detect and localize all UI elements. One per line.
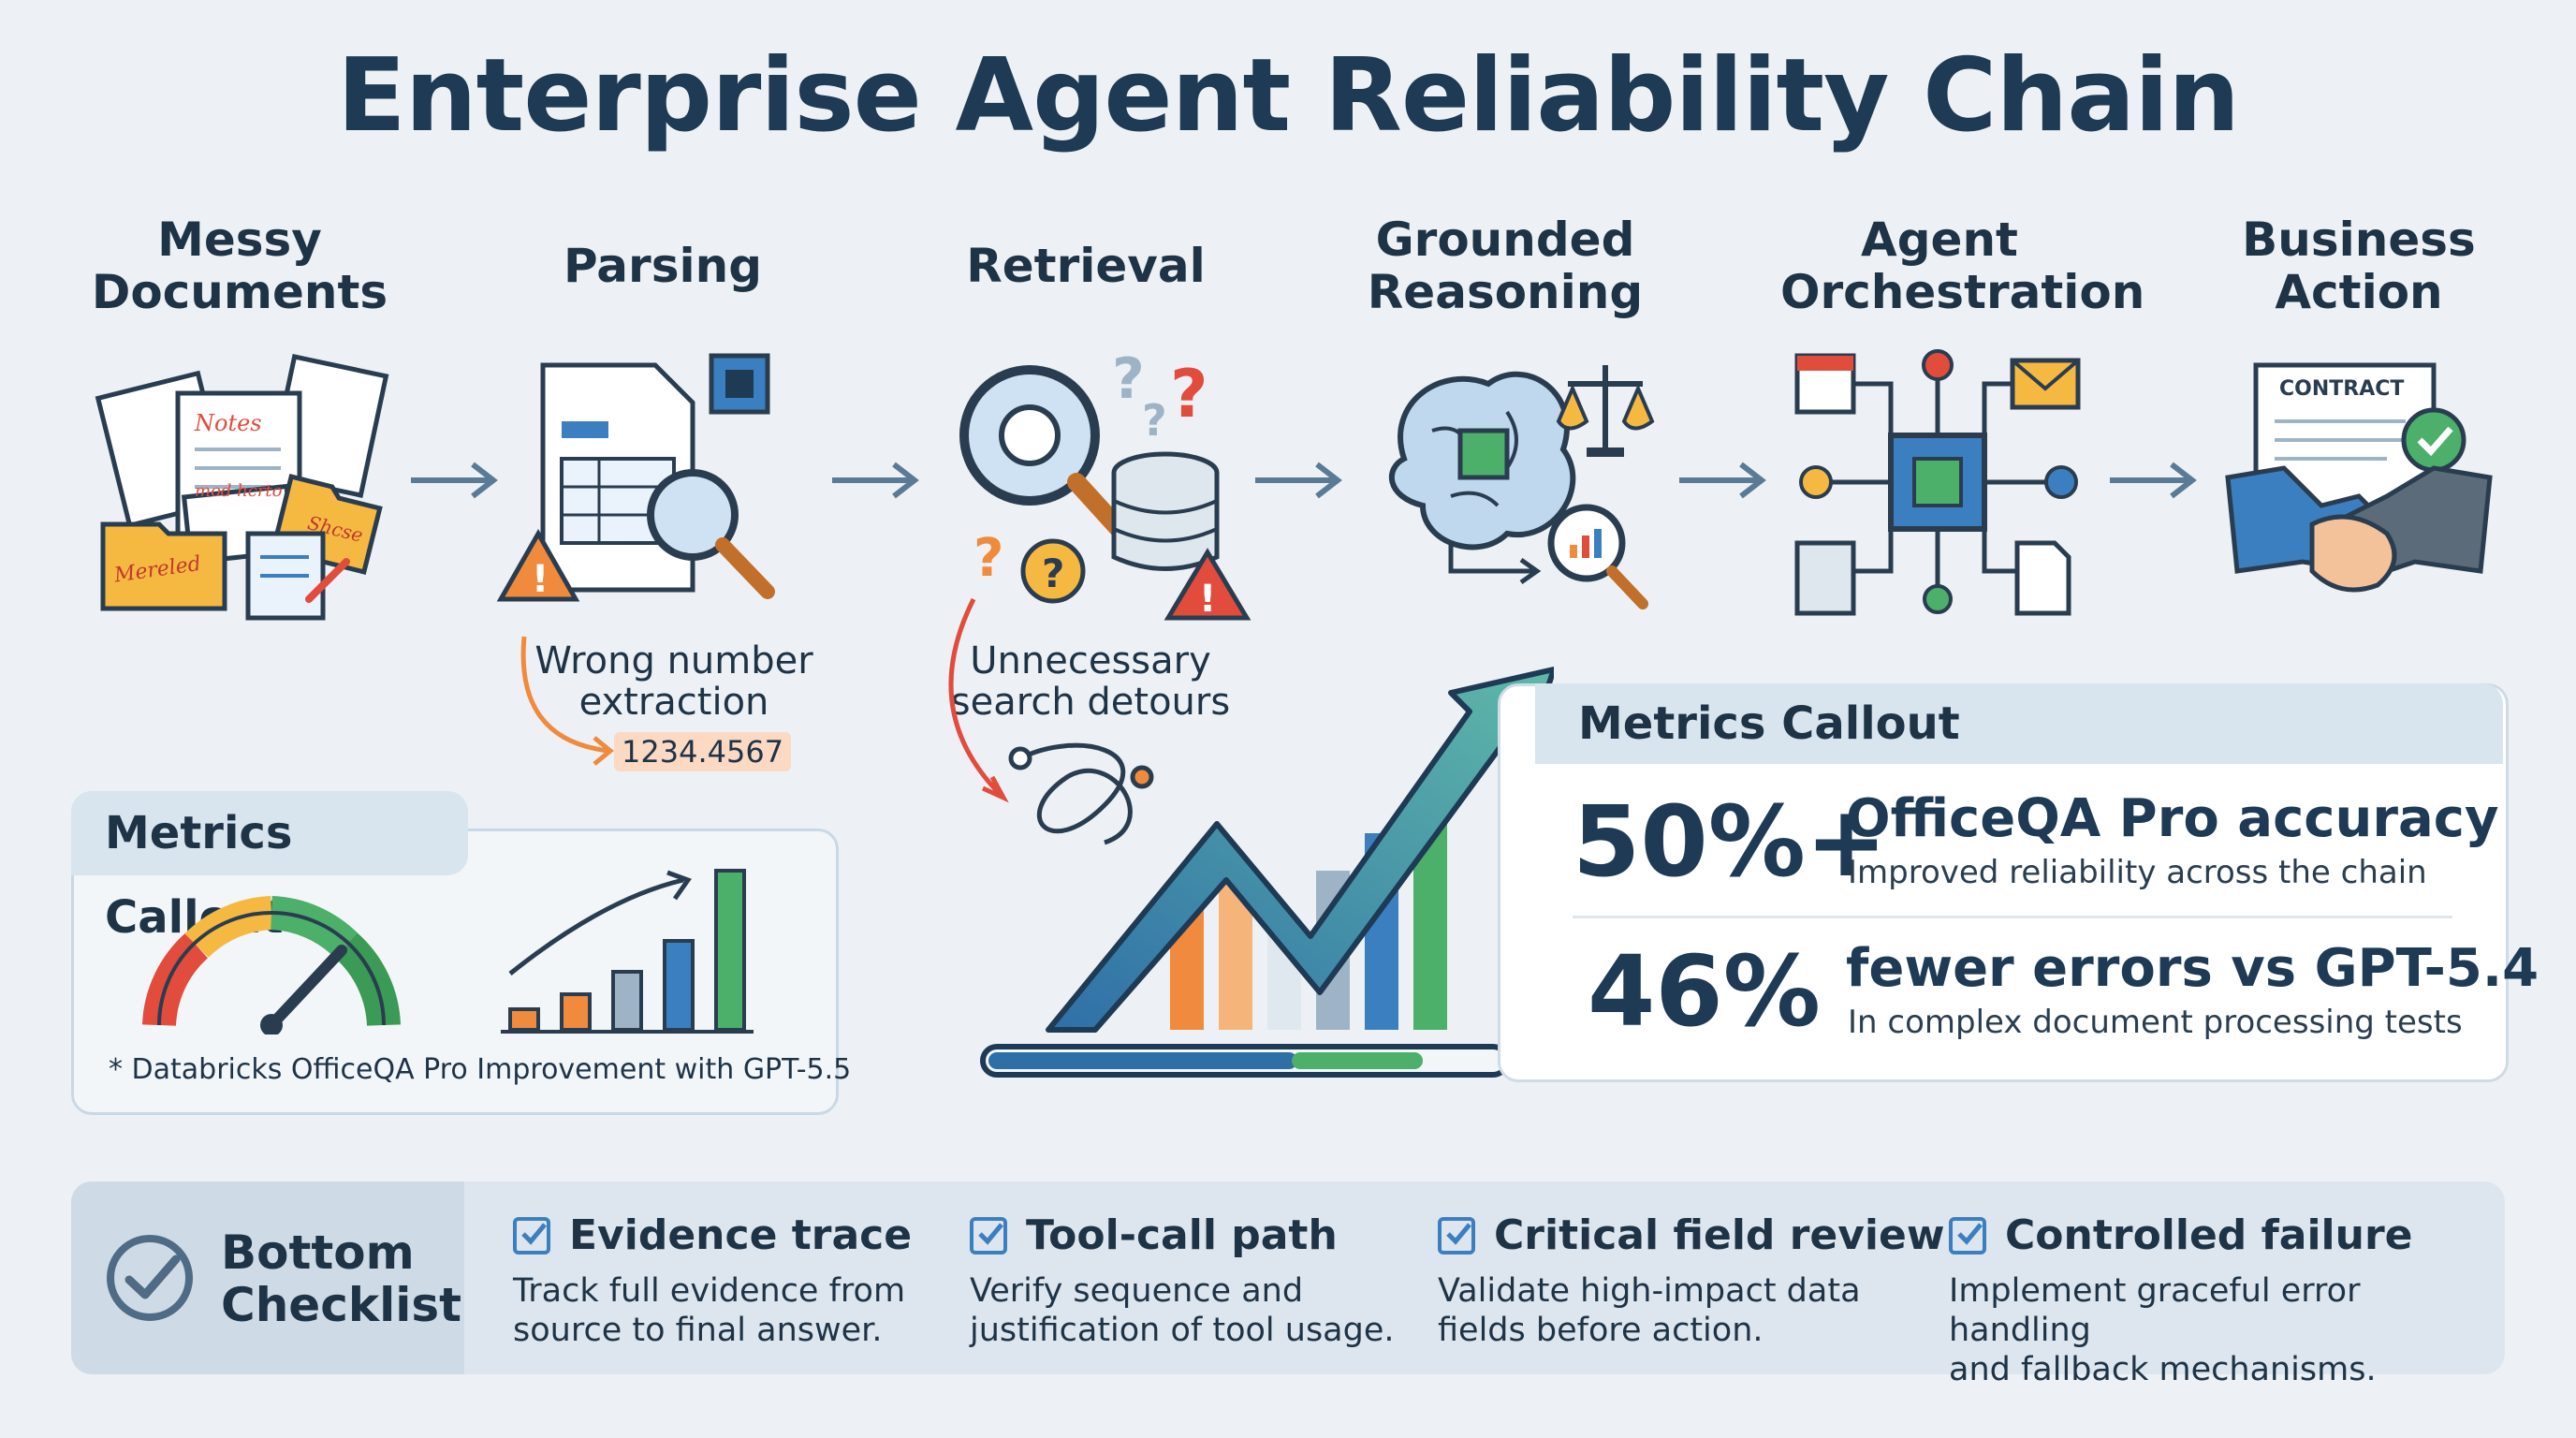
stage-label-line: Documents [91,265,388,319]
flow-arrow-icon [1255,462,1342,499]
checklist-title: Bottom Checklist [221,1226,461,1331]
svg-text:!: ! [1199,578,1216,621]
stage-label-line: Action [2275,265,2443,319]
metric-accuracy-value: 50%+ [1573,785,1888,899]
checklist-item-title: Evidence trace [569,1211,913,1259]
issue-flow-arrow-icon [520,636,614,766]
checkbox-critical-field-review[interactable] [1438,1217,1475,1255]
checklist-item-description: Verify sequence and justification of too… [970,1271,1456,1350]
issue-line: search detours [950,681,1231,724]
stage-label-agent-orchestration: Agent Orchestration [1780,213,2145,319]
flow-arrow-icon [832,462,919,499]
stage-label-line: Parsing [564,239,762,293]
issue-search-detours: Unnecessary search detours [936,640,1245,723]
issue-wrong-number: Wrong number extraction [524,640,824,723]
metrics-callout-right-title: Metrics Callout [1535,683,2503,764]
svg-text:?: ? [973,528,1003,589]
stage-label-retrieval: Retrieval [927,240,1245,292]
desc-line: Validate high-impact data [1438,1272,1861,1310]
metrics-divider [1573,916,2452,918]
stage-label-grounded-reasoning: Grounded Reasoning [1346,213,1664,318]
svg-text:?: ? [1170,356,1208,433]
flow-arrow-icon [1679,462,1766,499]
parsing-icon: ! [496,353,775,602]
stage-label-line: Orchestration [1780,265,2145,319]
metric-accuracy-title: OfficeQA Pro accuracy [1846,788,2499,849]
desc-line: source to final answer. [513,1312,883,1349]
desc-line: Verify sequence and [970,1272,1304,1310]
stage-label-parsing: Parsing [504,240,822,292]
metrics-footnote: * Databricks OfficeQA Pro Improvement wi… [109,1053,852,1086]
flow-arrow-icon [2110,462,2197,499]
issue-line: Unnecessary [970,639,1211,682]
growth-arrow-chart-icon [980,667,1554,1078]
metric-accuracy-subtitle: Improved reliability across the chain [1848,854,2427,891]
stage-label-line: Grounded [1375,213,1635,267]
svg-text:?: ? [1112,351,1145,412]
svg-text:?: ? [1142,395,1167,446]
stage-label-line: Reasoning [1367,265,1644,319]
checklist-item-description: Validate high-impact data fields before … [1438,1271,1925,1350]
metrics-callout-left-title: Metrics Callout [71,791,468,944]
metrics-callout-left-card [71,829,839,1115]
svg-text:?: ? [1042,550,1064,596]
issue-line: Wrong number [534,639,813,682]
gauge-icon [142,896,401,1034]
orchestration-chip-icon [1794,349,2081,616]
checklist-title-line: Bottom [221,1225,415,1280]
flow-arrow-icon [411,462,498,499]
svg-text:Notes: Notes [194,410,262,436]
desc-line: fields before action. [1438,1312,1764,1349]
checklist-header [71,1181,464,1374]
retrieval-icon: ? ? ? ? ? ! [959,351,1251,621]
messy-documents-icon: Notes mod hcrto Mereled Shcse [95,354,389,621]
metric-errors-title: fewer errors vs GPT-5.4 [1846,938,2539,999]
svg-text:mod hcrto: mod hcrto [195,481,283,501]
checklist-item-title: Controlled failure [2005,1211,2413,1259]
stage-label-messy-documents: Messy Documents [80,213,399,318]
page-title: Enterprise Agent Reliability Chain [336,37,2240,154]
checklist-item-description: Implement graceful error handling and fa… [1949,1271,2492,1389]
metric-errors-value: 46% [1588,934,1821,1049]
desc-line: Implement graceful error handling [1949,1272,2361,1349]
checklist-check-icon [107,1235,193,1321]
search-detour-path-icon [948,597,1154,845]
stage-label-line: Retrieval [966,239,1206,293]
checkbox-tool-call-path[interactable] [970,1217,1007,1255]
bottom-checklist-panel [71,1181,2505,1374]
extracted-number-sample: 1234.4567 [614,732,792,771]
desc-line: justification of tool usage. [970,1312,1395,1349]
issue-line: extraction [578,681,769,724]
brain-icon [1388,365,1655,609]
checkbox-evidence-trace[interactable] [513,1217,550,1255]
checklist-item-title: Tool-call path [1026,1211,1338,1259]
desc-line: and fallback mechanisms. [1949,1351,2377,1388]
stage-label-line: Messy [157,213,322,267]
stage-label-business-action: Business Action [2200,213,2518,318]
checklist-item-title: Critical field review [1494,1211,1945,1259]
stage-label-line: Business [2242,213,2476,267]
svg-text:CONTRACT: CONTRACT [2279,377,2404,401]
checklist-item-description: Track full evidence from source to final… [513,1271,1000,1350]
stage-label-line: Agent [1861,213,2018,267]
growth-bars-icon [501,869,754,1034]
checklist-title-line: Checklist [221,1278,462,1332]
checkbox-controlled-failure[interactable] [1949,1217,1986,1255]
svg-text:!: ! [532,558,549,601]
desc-line: Track full evidence from [513,1272,906,1310]
metric-errors-subtitle: In complex document processing tests [1848,1004,2463,1041]
handshake-contract-icon: CONTRACT [2225,362,2493,593]
